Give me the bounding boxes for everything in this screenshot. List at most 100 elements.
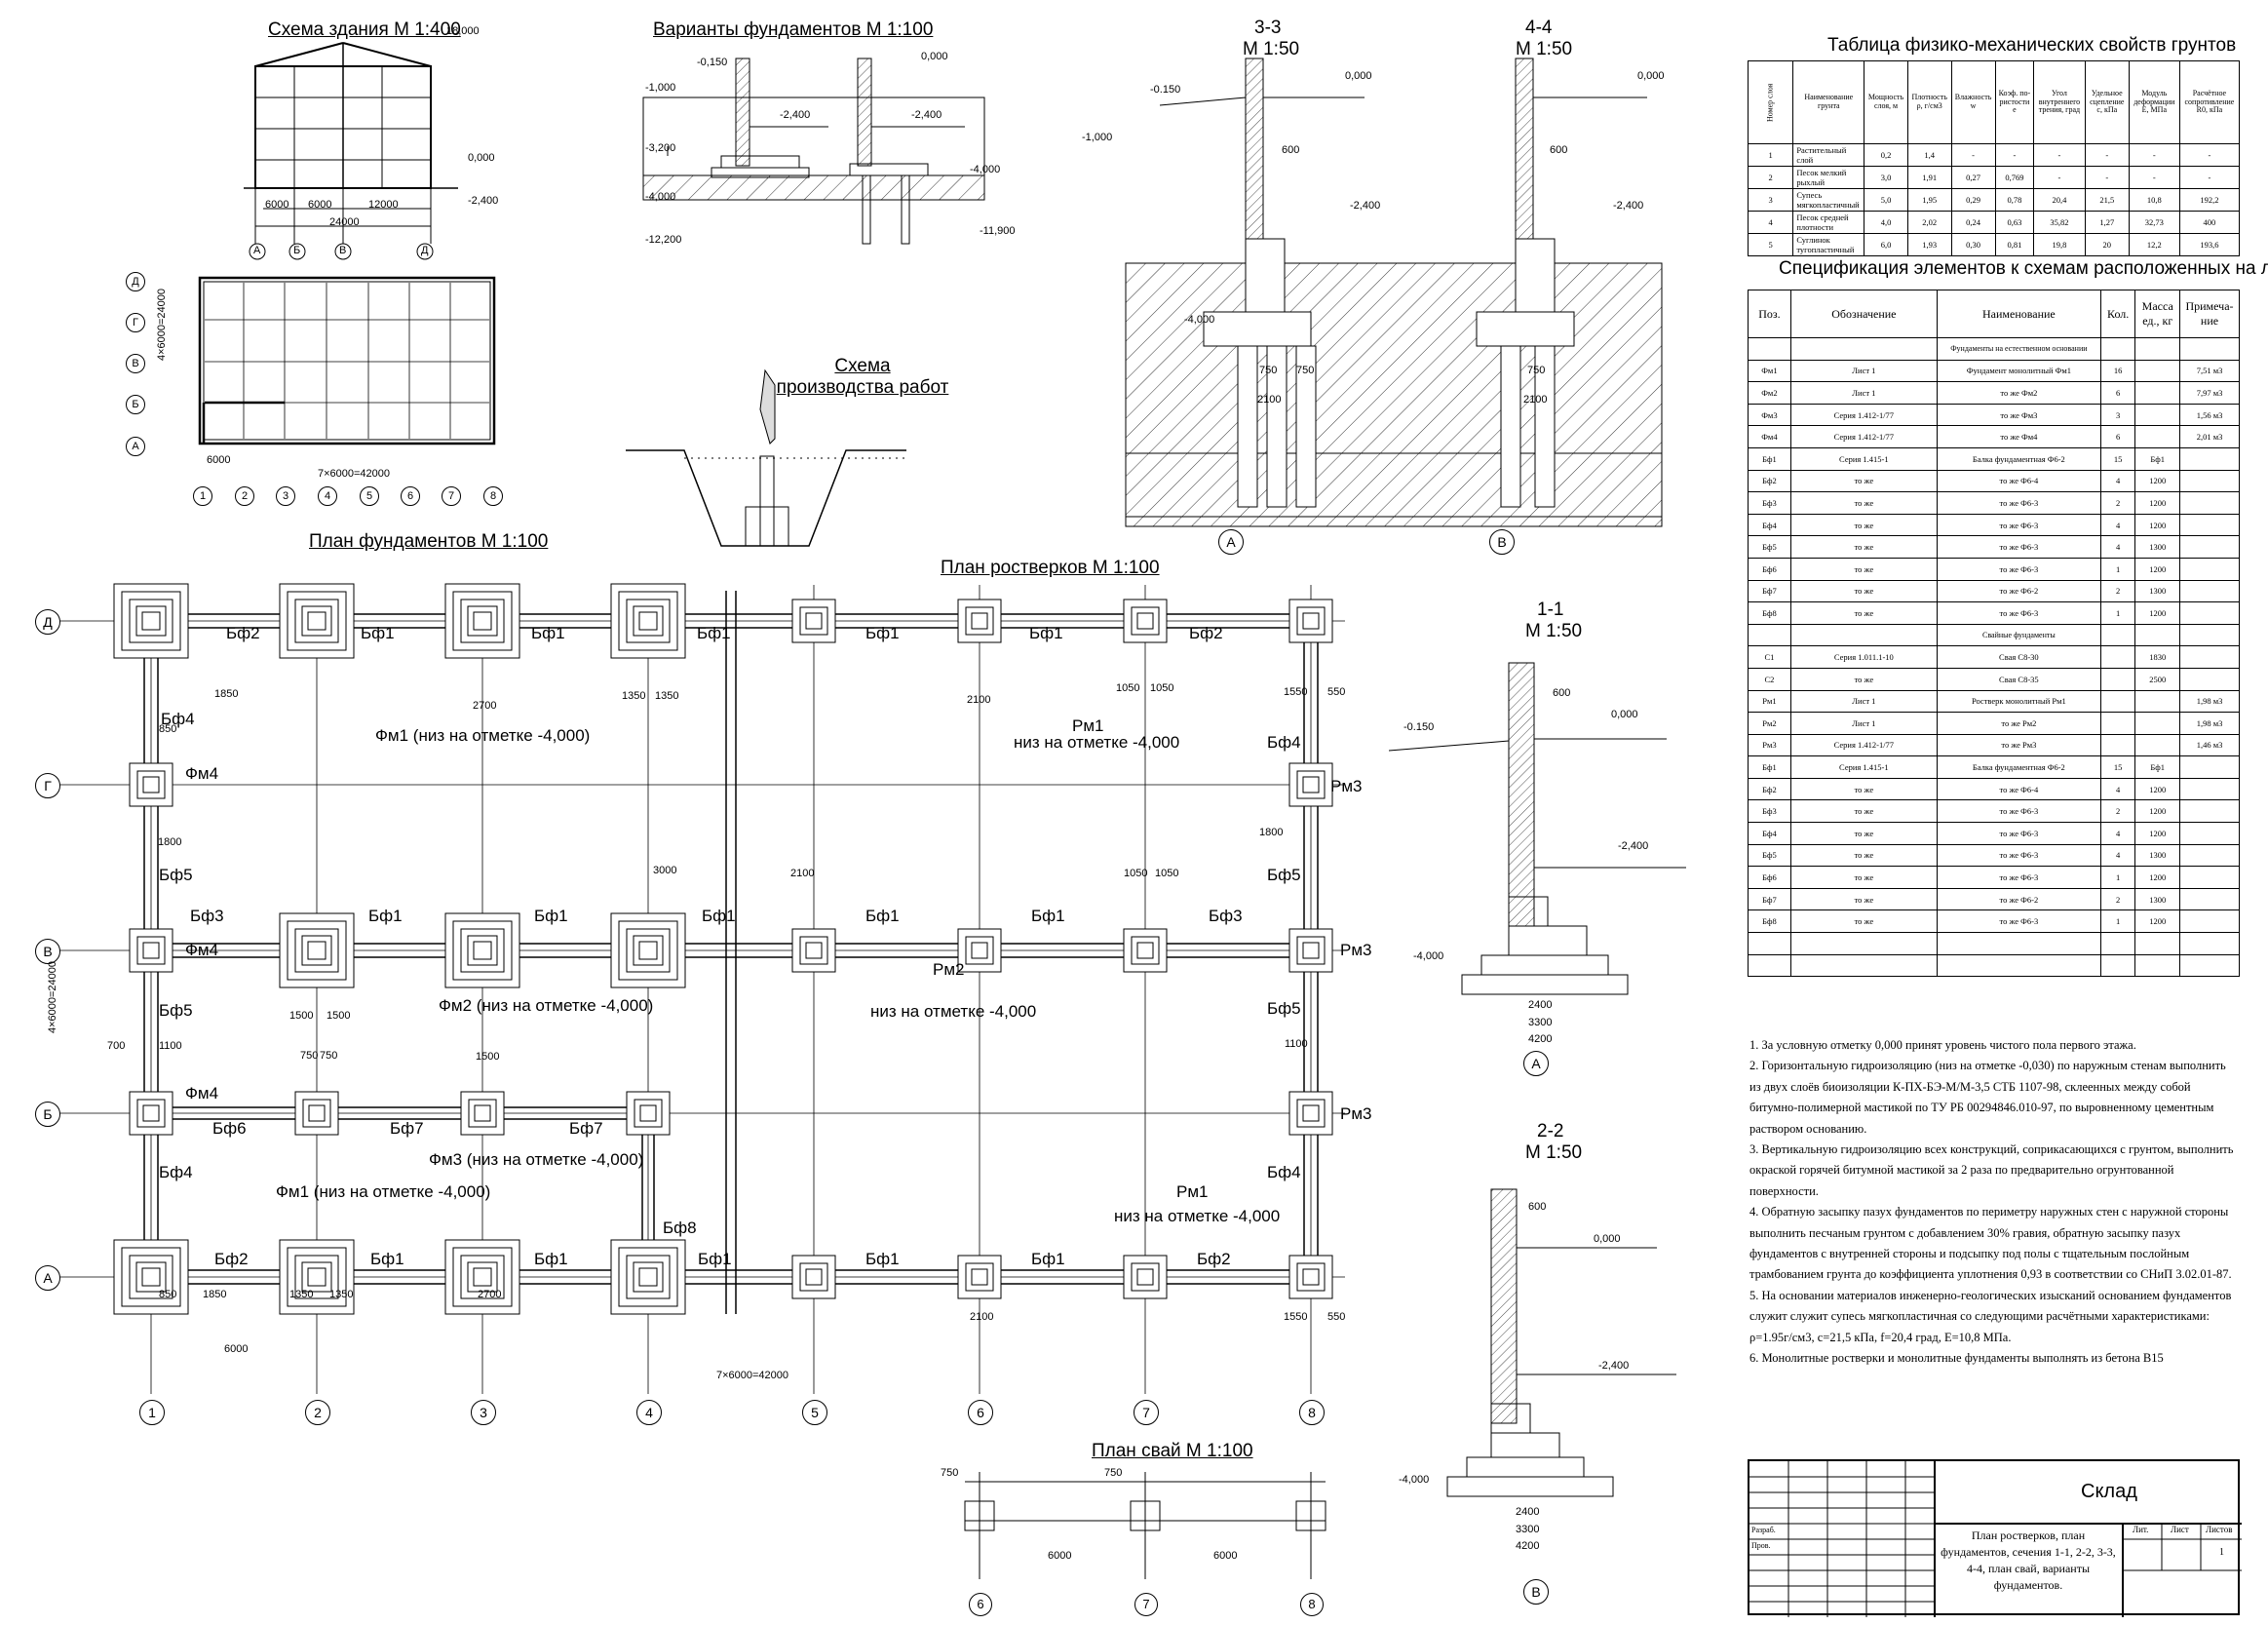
spec-cell: Серия 1.011.1-10 — [1789, 645, 1938, 669]
soil-cell: - — [1994, 143, 2035, 167]
dim-fp-1350c: 1350 — [289, 1289, 314, 1300]
title-block-grid — [1749, 1461, 2242, 1617]
label-rm1-top-low: низ на отметке -4,000 — [1014, 733, 1180, 752]
dim-fp-1500b: 1500 — [327, 1010, 351, 1022]
axis-b-V: В — [339, 245, 347, 256]
footing-small — [957, 928, 1002, 973]
spec-cell: 7,97 м3 — [2179, 381, 2240, 405]
spec-cell: 2 — [2099, 579, 2136, 603]
footing-small — [791, 1255, 836, 1299]
elev-22-0: 0,000 — [1594, 1233, 1621, 1245]
spec-cell: 1,56 м3 — [2179, 403, 2240, 427]
soil-header-cell: Плотность ρ, г/см3 — [1906, 60, 1952, 144]
note-item: 1. За условную отметку 0,000 принят уров… — [1749, 1038, 2136, 1052]
spec-cell: то же Ф6-4 — [1936, 469, 2101, 493]
soil-cell: 32,73 — [2128, 211, 2180, 234]
elev-var-0150: -0,150 — [697, 57, 728, 68]
building-plan-axis-num-0: 1 — [193, 486, 212, 506]
spec-cell: Ростверк монолитный Рм1 — [1936, 689, 2101, 714]
dim-fp-1100b: 1100 — [1285, 1038, 1308, 1050]
elev-var-4000b: -4,000 — [970, 164, 1001, 175]
spec-cell — [2179, 557, 2240, 581]
spec-cell — [1748, 337, 1791, 361]
soil-cell: 35,82 — [2033, 211, 2086, 234]
soil-cell: 0,29 — [1950, 188, 1996, 212]
spec-cell: Фм4 — [1748, 425, 1791, 448]
label-bf3-b: Бф3 — [1209, 907, 1243, 925]
soil-cell: 2,02 — [1906, 211, 1952, 234]
spec-cell: 4 — [2099, 843, 2136, 868]
dim-p-24000: 4×6000=24000 — [156, 288, 168, 361]
spec-cell: то же — [1789, 557, 1938, 581]
footing-small — [626, 1091, 671, 1136]
dim-fp-3000: 3000 — [653, 865, 677, 876]
spec-cell: 4 — [2099, 469, 2136, 493]
spec-row: Свайные фундаменты — [1748, 623, 2240, 647]
spec-cell: Фм2 — [1748, 381, 1791, 405]
spec-cell: то же — [1789, 579, 1938, 603]
dim-fp-42000: 7×6000=42000 — [716, 1370, 789, 1381]
soil-header-cell: Модуль деформации E, МПа — [2128, 60, 2180, 144]
footing-stepped — [610, 1239, 686, 1315]
pile-plan-title: План свай М 1:100 — [1092, 1441, 1253, 1461]
elev-11-2400: -2,400 — [1618, 840, 1649, 852]
note-item: 2. Горизонтальную гидроизоляцию (низ на … — [1749, 1059, 2226, 1136]
note-item: 3. Вертикальную гидроизоляцию всех конст… — [1749, 1142, 2234, 1198]
footing-small — [294, 1091, 339, 1136]
footing-small — [1123, 1255, 1168, 1299]
building-plan-axis-0: Д — [126, 272, 145, 291]
soil-cell: - — [2033, 143, 2086, 167]
spec-table-title: Спецификация элементов к схемам располож… — [1779, 258, 2268, 279]
soil-cell: 12,2 — [2128, 233, 2180, 256]
elev-18000: 18,000 — [446, 25, 480, 37]
dim-b-6000a: 6000 — [265, 199, 289, 211]
label-fm1-top: Фм1 (низ на отметке -4,000) — [375, 726, 591, 745]
dim-fp-1050c: 1050 — [1124, 868, 1148, 879]
spec-cell: 3 — [2099, 403, 2136, 427]
building-plan-axis-3: Б — [126, 395, 145, 414]
elev-22-4000: -4,000 — [1399, 1474, 1430, 1486]
grillage-plan-title: План ростверков М 1:100 — [941, 558, 1160, 578]
elev-11-4000: -4,000 — [1413, 950, 1444, 962]
spec-header-cell: Обозначение — [1789, 290, 1938, 338]
spec-cell: то же Фм3 — [1936, 403, 2101, 427]
soil-cell: - — [2084, 166, 2130, 189]
spec-cell: Бф4 — [1748, 822, 1791, 845]
elev-var-2400b: -2,400 — [911, 109, 942, 121]
spec-cell: то же Ф6-3 — [1936, 866, 2101, 889]
spec-cell: 4 — [2099, 513, 2136, 537]
spec-cell — [2179, 932, 2240, 955]
soil-table-title: Таблица физико-механических свойств грун… — [1827, 35, 2237, 56]
foundation-axis-num-6: 7 — [1134, 1400, 1159, 1425]
spec-cell: то же — [1789, 843, 1938, 868]
soil-cell: 3,0 — [1864, 166, 1908, 189]
dim-33-2100: 2100 — [1257, 394, 1282, 406]
spec-cell: то же Ф6-2 — [1936, 579, 2101, 603]
spec-cell: 1 — [2099, 866, 2136, 889]
section-2-2-scale: М 1:50 — [1525, 1142, 1583, 1163]
work-scheme — [626, 368, 906, 547]
foundation-axis-letter-0: Д — [35, 609, 60, 635]
soil-cell: 0,24 — [1950, 211, 1996, 234]
spec-header-cell: Наименование — [1936, 290, 2101, 338]
spec-cell: Балка фундаментная Ф6-2 — [1936, 446, 2101, 471]
dim-fp-1350d: 1350 — [329, 1289, 354, 1300]
dim-fp-750a: 750 — [300, 1050, 319, 1062]
spec-cell: Бф1 — [1748, 446, 1791, 471]
spec-cell: то же Фм4 — [1936, 425, 2101, 448]
spec-cell: 4 — [2099, 822, 2136, 845]
spec-cell — [2099, 667, 2136, 691]
label-fm4-a: Фм4 — [185, 764, 219, 783]
spec-cell: С1 — [1748, 645, 1791, 669]
spec-cell — [1748, 932, 1791, 955]
label-bf1-mid-d: Бф1 — [865, 907, 900, 925]
spec-cell: 7,51 м3 — [2179, 359, 2240, 383]
soil-cell: 0,27 — [1950, 166, 1996, 189]
label-bf2-bottom-b: Бф2 — [1197, 1250, 1231, 1268]
spec-cell: то же — [1789, 535, 1938, 559]
